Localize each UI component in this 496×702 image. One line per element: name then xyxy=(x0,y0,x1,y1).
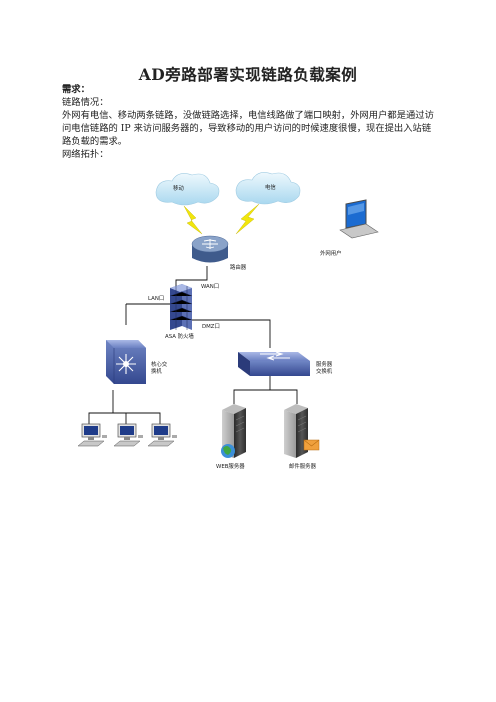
mail-server-label: 邮件服务器 xyxy=(289,462,317,470)
lightning-mobile-icon xyxy=(183,205,203,235)
router-label: 路由器 xyxy=(230,263,247,271)
cloud-mobile-icon xyxy=(155,173,220,206)
core-switch-label-1: 核心交 xyxy=(151,360,168,368)
link-situation-label: 链路情况： xyxy=(62,97,109,108)
server-switch-label-1: 服务器 xyxy=(316,360,333,368)
cloud-telecom-icon xyxy=(235,172,301,205)
server-switch-icon xyxy=(238,351,310,376)
external-user-label: 外网用户 xyxy=(320,249,342,257)
pc-icon xyxy=(77,423,107,447)
web-server-icon xyxy=(221,404,246,458)
topology-heading: 网络拓扑： xyxy=(62,149,109,160)
network-topology-diagram: 移动 电信 路由器 WAN口 外网用户 LAN口 ASA 防火墙 DMZ口 xyxy=(77,172,379,470)
laptop-icon xyxy=(339,199,379,239)
lan-port-label: LAN口 xyxy=(148,295,164,302)
pc-icon xyxy=(113,423,143,447)
mail-server-icon xyxy=(284,404,320,458)
firewall-icon xyxy=(169,284,193,330)
cloud-mobile-label: 移动 xyxy=(173,184,184,192)
requirement-heading: 需求： xyxy=(62,84,90,95)
core-switch-label-2: 换机 xyxy=(151,367,162,375)
description-line-3: 路负载的需求。 xyxy=(62,136,128,147)
description-line-2: 问电信链路的 IP 来访问服务器的，导致移动的用户访问的时候速度很慢，现在提出入… xyxy=(62,123,432,134)
web-server-label: WEB服务器 xyxy=(216,462,245,470)
core-switch-icon xyxy=(106,340,146,384)
pc-icon xyxy=(147,423,177,447)
connection-lines xyxy=(88,266,298,424)
cloud-telecom-label: 电信 xyxy=(265,183,276,191)
document-title: AD旁路部署实现链路负载案例 xyxy=(138,65,358,84)
router-icon xyxy=(191,235,229,263)
lightning-telecom-icon xyxy=(235,203,260,235)
description-line-1: 外网有电信、移动两条链路，没做链路选择，电信线路做了端口映射，外网用户都是通过访 xyxy=(62,110,434,121)
dmz-port-label: DMZ口 xyxy=(202,323,220,330)
wan-port-label: WAN口 xyxy=(201,283,219,290)
server-switch-label-2: 交换机 xyxy=(316,367,333,375)
firewall-label: ASA 防火墙 xyxy=(165,332,194,340)
